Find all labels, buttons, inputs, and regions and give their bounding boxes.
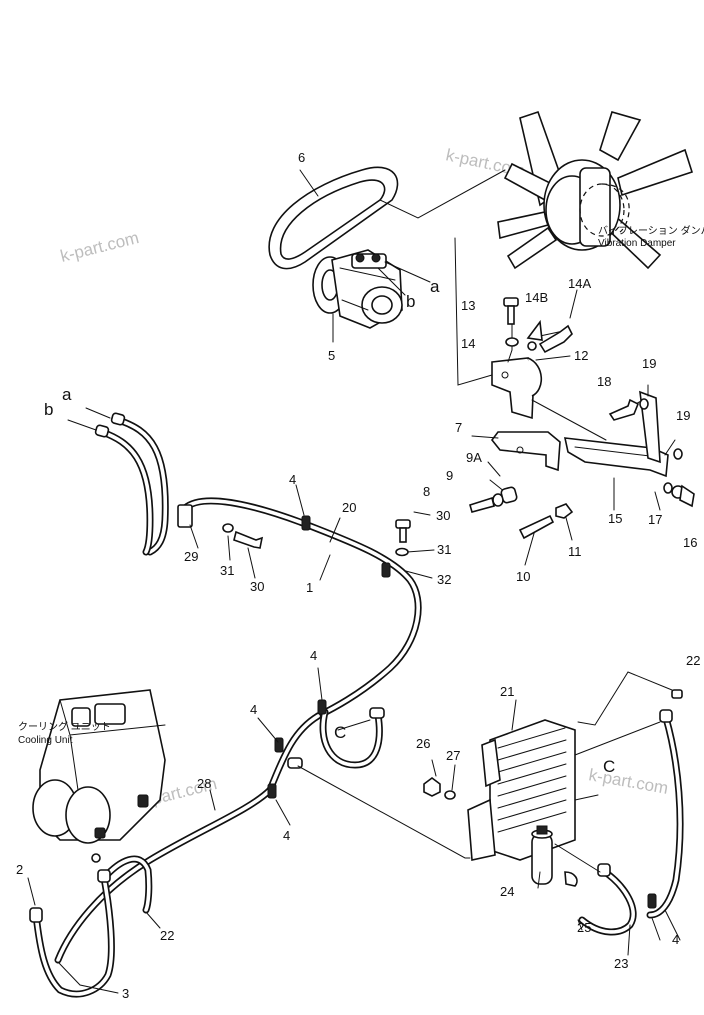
ref-c-right: C [603, 757, 615, 776]
label-9A: 9A [466, 450, 482, 465]
label-7: 7 [455, 420, 462, 435]
condenser [467, 719, 576, 861]
leader-lines-lower [27, 407, 681, 994]
label-25: 25 [577, 920, 591, 935]
ref-c-left: C [334, 723, 346, 742]
label-30-lower: 30 [250, 579, 264, 594]
v-belt [268, 166, 399, 270]
label-10: 10 [516, 569, 530, 584]
label-4-mid: 4 [310, 648, 317, 663]
label-14A: 14A [568, 276, 591, 291]
label-4-right: 4 [672, 932, 679, 947]
label-24: 24 [500, 884, 514, 899]
label-22-right: 22 [686, 653, 700, 668]
fasteners [222, 297, 695, 557]
label-22-left: 22 [160, 928, 174, 943]
label-11: 11 [568, 544, 582, 559]
ref-a-hose: a [62, 385, 72, 404]
label-19-top: 19 [642, 356, 656, 371]
nut-washer-26-27 [423, 777, 456, 800]
label-27: 27 [446, 748, 460, 763]
label-5: 5 [328, 348, 335, 363]
ref-a-compressor: a [430, 277, 440, 296]
label-28: 28 [197, 776, 211, 791]
label-20: 20 [342, 500, 356, 515]
ref-b-compressor: b [406, 292, 415, 311]
label-23: 23 [614, 956, 628, 971]
watermark-right: k-part.com [587, 765, 669, 798]
label-16: 16 [683, 535, 697, 550]
label-29: 29 [184, 549, 198, 564]
label-4-top: 4 [289, 472, 296, 487]
svg-text:Vibration Damper: Vibration Damper [598, 238, 676, 249]
cooling-unit [32, 689, 166, 863]
label-9: 9 [446, 468, 453, 483]
label-31-upper: 31 [437, 542, 451, 557]
svg-text:バイブレーション ダンパ: バイブレーション ダンパ [598, 224, 704, 237]
part-number-labels: 6 5 13 14 14B 14A 12 19 18 19 7 9A 9 8 1… [16, 150, 700, 1001]
label-1: 1 [306, 580, 313, 595]
mounting-brackets [490, 357, 669, 478]
receiver-drier [531, 825, 578, 887]
label-32: 32 [437, 572, 451, 587]
label-18: 18 [597, 374, 611, 389]
engine-fan [497, 110, 694, 270]
watermark-left: k-part.com [58, 228, 141, 266]
reference-letters: a b a b C C [44, 277, 615, 776]
label-4-left: 4 [250, 702, 257, 717]
svg-text:クーリング ユニット: クーリング ユニット [18, 720, 111, 733]
hose-fittings [29, 412, 683, 923]
compressor [312, 249, 403, 329]
cooling-unit-note: クーリング ユニット Cooling Unit [18, 720, 111, 746]
ref-b-hose: b [44, 400, 53, 419]
label-4-bottom: 4 [283, 828, 290, 843]
label-15: 15 [608, 511, 622, 526]
label-19-right: 19 [676, 408, 690, 423]
label-3: 3 [122, 986, 129, 1001]
label-6: 6 [298, 150, 305, 165]
label-8: 8 [423, 484, 430, 499]
vibration-damper-note: バイブレーション ダンパ Vibration Damper [598, 224, 704, 249]
label-2: 2 [16, 862, 23, 877]
label-13: 13 [461, 298, 475, 313]
label-14: 14 [461, 336, 475, 351]
label-30-upper: 30 [436, 508, 450, 523]
refrigerant-hoses [32, 416, 684, 998]
label-14B: 14B [525, 290, 548, 305]
label-26: 26 [416, 736, 430, 751]
label-31-lower: 31 [220, 563, 234, 578]
label-12: 12 [574, 348, 588, 363]
label-17: 17 [648, 512, 662, 527]
svg-text:Cooling Unit: Cooling Unit [18, 735, 73, 746]
label-21: 21 [500, 684, 514, 699]
